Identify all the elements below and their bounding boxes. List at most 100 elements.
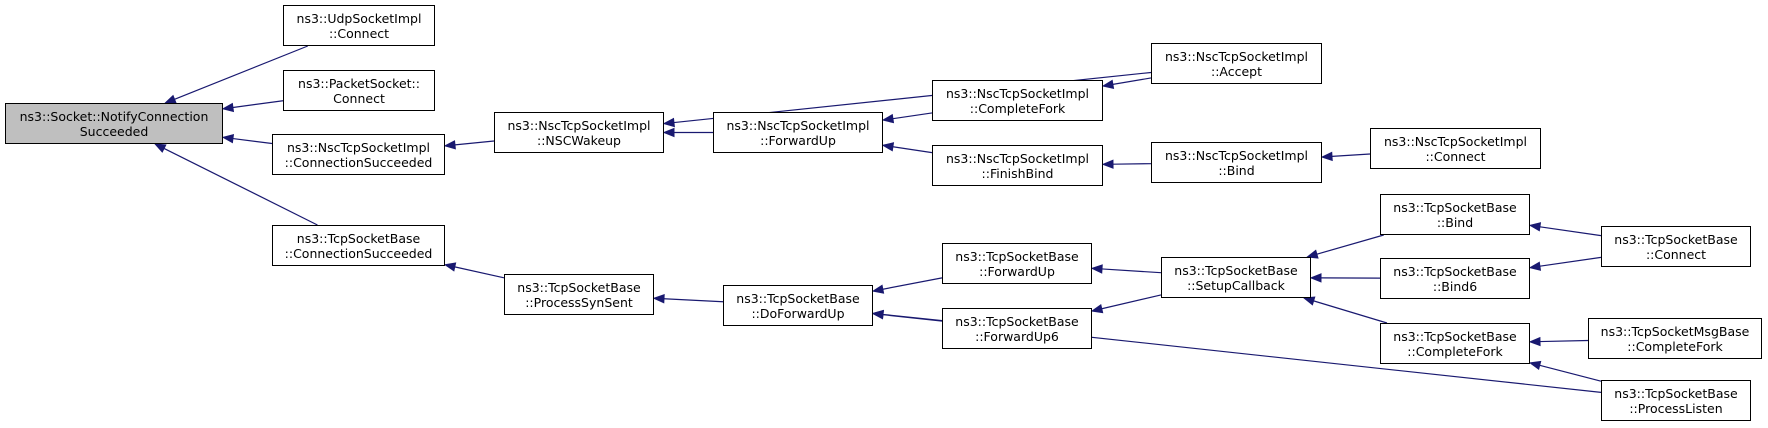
edge-nsc_wakeup-to-nsc_conn_succeeded	[454, 140, 495, 146]
arrowhead	[881, 113, 895, 124]
node-tcp-bind6[interactable]: ns3::TcpSocketBase ::Bind6	[1380, 258, 1530, 299]
edge-tcp_setupcallback-to-tcp_forwardup	[1101, 268, 1162, 274]
edge-packet_connect-to-root	[232, 100, 284, 109]
node-tcp-forwardup6[interactable]: ns3::TcpSocketBase ::ForwardUp6	[942, 308, 1092, 349]
arrowhead	[1302, 296, 1316, 306]
edge-tcp_doforwardup-to-tcp_processsynsent	[663, 298, 724, 303]
node-label-line2: ::Connect	[1425, 148, 1486, 164]
arrowhead	[652, 294, 665, 304]
node-tcp-setupcallback[interactable]: ns3::TcpSocketBase ::SetupCallback	[1161, 257, 1311, 298]
node-label-line2: ::ProcessSynSent	[525, 294, 633, 310]
node-label-line1: ns3::TcpSocketBase	[955, 313, 1079, 329]
node-tcp-connection-succeeded[interactable]: ns3::TcpSocketBase ::ConnectionSucceeded	[272, 225, 445, 266]
node-label-line1: ns3::TcpSocketBase	[517, 279, 641, 295]
node-nsc-tcp-finishbind[interactable]: ns3::NscTcpSocketImpl ::FinishBind	[932, 145, 1103, 186]
node-label-line1: ns3::TcpSocketBase	[1174, 262, 1298, 278]
node-tcp-processsynsent[interactable]: ns3::TcpSocketBase ::ProcessSynSent	[504, 274, 654, 315]
node-nsc-tcp-connection-succeeded[interactable]: ns3::NscTcpSocketImpl ::ConnectionSuccee…	[272, 134, 445, 175]
node-label-line1: ns3::UdpSocketImpl	[296, 10, 422, 26]
arrowhead	[1101, 159, 1114, 169]
node-udp-socket-impl-connect[interactable]: ns3::UdpSocketImpl ::Connect	[283, 5, 435, 46]
node-label-line1: ns3::NscTcpSocketImpl	[946, 150, 1089, 166]
edge-nsc_bind-to-nsc_finishbind	[1112, 163, 1152, 165]
arrowhead	[1090, 304, 1104, 314]
node-label-line2: ::NSCWakeup	[537, 132, 621, 148]
node-label-line1: ns3::NscTcpSocketImpl	[287, 139, 430, 155]
edge-udp_connect-to-root	[174, 45, 308, 100]
node-label-line1: ns3::NscTcpSocketImpl	[946, 85, 1089, 101]
node-label-line2: ::Connect	[328, 25, 390, 41]
node-label-line1: ns3::TcpSocketBase	[1393, 263, 1517, 279]
node-nsc-tcp-accept[interactable]: ns3::NscTcpSocketImpl ::Accept	[1151, 43, 1322, 84]
node-tcp-doforwardup[interactable]: ns3::TcpSocketBase ::DoForwardUp	[723, 285, 873, 326]
arrowhead	[871, 310, 884, 320]
node-label-line1: ns3::NscTcpSocketImpl	[1384, 133, 1527, 149]
node-nsc-tcp-nscwakeup[interactable]: ns3::NscTcpSocketImpl ::NSCWakeup	[494, 112, 664, 153]
edge-tcp_connect-to-tcp_bind6	[1539, 256, 1602, 267]
node-label-line1: ns3::NscTcpSocketImpl	[1165, 147, 1308, 163]
arrowhead	[1101, 79, 1115, 89]
arrowhead	[871, 284, 885, 294]
node-label-line2: ::SetupCallback	[1187, 277, 1285, 293]
arrowhead	[221, 102, 235, 113]
node-tcp-msg-completefork[interactable]: ns3::TcpSocketMsgBase ::CompleteFork	[1588, 318, 1762, 359]
node-packet-socket-connect[interactable]: ns3::PacketSocket:: Connect	[283, 70, 435, 111]
node-tcp-connect[interactable]: ns3::TcpSocketBase ::Connect	[1601, 226, 1751, 267]
node-label-line2: ::Bind	[1436, 214, 1474, 230]
node-label-line2: Connect	[333, 90, 385, 106]
node-label-line2: ::CompleteFork	[1407, 343, 1503, 359]
edge-tcp_connect-to-tcp_bind	[1539, 226, 1602, 237]
node-nsc-tcp-bind[interactable]: ns3::NscTcpSocketImpl ::Bind	[1151, 142, 1322, 183]
node-label-line1: ns3::TcpSocketBase	[1614, 385, 1738, 401]
node-label-line2: ::DoForwardUp	[751, 305, 845, 321]
node-label-line2: ::CompleteFork	[1627, 338, 1723, 354]
node-label-line2: ::FinishBind	[981, 165, 1054, 181]
node-label-line1: ns3::TcpSocketBase	[736, 290, 860, 306]
arrowhead	[1528, 360, 1542, 371]
node-label-line2: ::ForwardUp6	[975, 328, 1059, 344]
node-tcp-bind[interactable]: ns3::TcpSocketBase ::Bind	[1380, 194, 1530, 235]
node-label-line1: ns3::NscTcpSocketImpl	[726, 117, 870, 133]
node-label-line2: ::CompleteFork	[969, 100, 1066, 116]
node-label-line2: Succeeded	[79, 123, 149, 139]
node-tcp-forwardup[interactable]: ns3::TcpSocketBase ::ForwardUp	[942, 243, 1092, 284]
node-tcp-completefork[interactable]: ns3::TcpSocketBase ::CompleteFork	[1380, 323, 1530, 364]
edge-tcp_bind-to-tcp_setupcallback	[1316, 234, 1384, 255]
arrowhead	[443, 140, 456, 150]
arrowhead	[1528, 261, 1542, 271]
node-label-line1: ns3::Socket::NotifyConnection	[19, 108, 209, 124]
arrowhead	[163, 94, 177, 104]
arrowhead	[1528, 222, 1542, 232]
node-label-line1: ns3::TcpSocketBase	[296, 230, 421, 246]
arrowhead	[443, 262, 457, 272]
edge-tcp_conn_succeeded-to-root	[163, 147, 318, 226]
arrowhead	[1320, 151, 1333, 162]
node-label-line1: ns3::TcpSocketBase	[955, 248, 1079, 264]
arrowhead	[662, 127, 675, 138]
node-nsc-tcp-completefork[interactable]: ns3::NscTcpSocketImpl ::CompleteFork	[932, 80, 1103, 121]
node-label-line2: ::Connect	[1645, 246, 1707, 262]
arrowhead	[1090, 264, 1103, 274]
node-label-line2: ::ConnectionSucceeded	[284, 245, 433, 261]
arrowhead	[662, 117, 675, 128]
arrowhead	[221, 133, 235, 144]
node-nsc-tcp-connect[interactable]: ns3::NscTcpSocketImpl ::Connect	[1370, 128, 1541, 169]
node-tcp-processlisten[interactable]: ns3::TcpSocketBase ::ProcessListen	[1601, 380, 1751, 421]
edge-tcp_forwardup-to-tcp_doforwardup	[882, 277, 943, 290]
edge-tcp_processsynsent-to-tcp_conn_succeeded	[454, 266, 505, 279]
node-label-line2: ::Bind6	[1432, 278, 1478, 294]
node-label-line2: ::ConnectionSucceeded	[284, 154, 433, 170]
edge-tcpmsg_completefork-to-tcp_completefork	[1539, 339, 1589, 343]
node-label-line1: ns3::TcpSocketBase	[1614, 231, 1738, 247]
node-label-line2: ::Bind	[1218, 162, 1255, 178]
edge-tcp_setupcallback-to-tcp_forwardup6	[1101, 294, 1162, 310]
node-nsc-tcp-forwardup[interactable]: ns3::NscTcpSocketImpl ::ForwardUp	[713, 112, 883, 153]
node-label-line2: ::ProcessListen	[1629, 400, 1723, 416]
node-label-line1: ns3::TcpSocketBase	[1393, 199, 1517, 215]
node-root-notify-connection-succeeded: ns3::Socket::NotifyConnection Succeeded	[5, 103, 223, 144]
edge-nsc_finishbind-to-nsc_forwardup	[892, 146, 933, 154]
node-label-line1: ns3::PacketSocket::	[298, 75, 420, 91]
edge-nsc_accept-to-nsc_completefork	[1112, 77, 1152, 85]
